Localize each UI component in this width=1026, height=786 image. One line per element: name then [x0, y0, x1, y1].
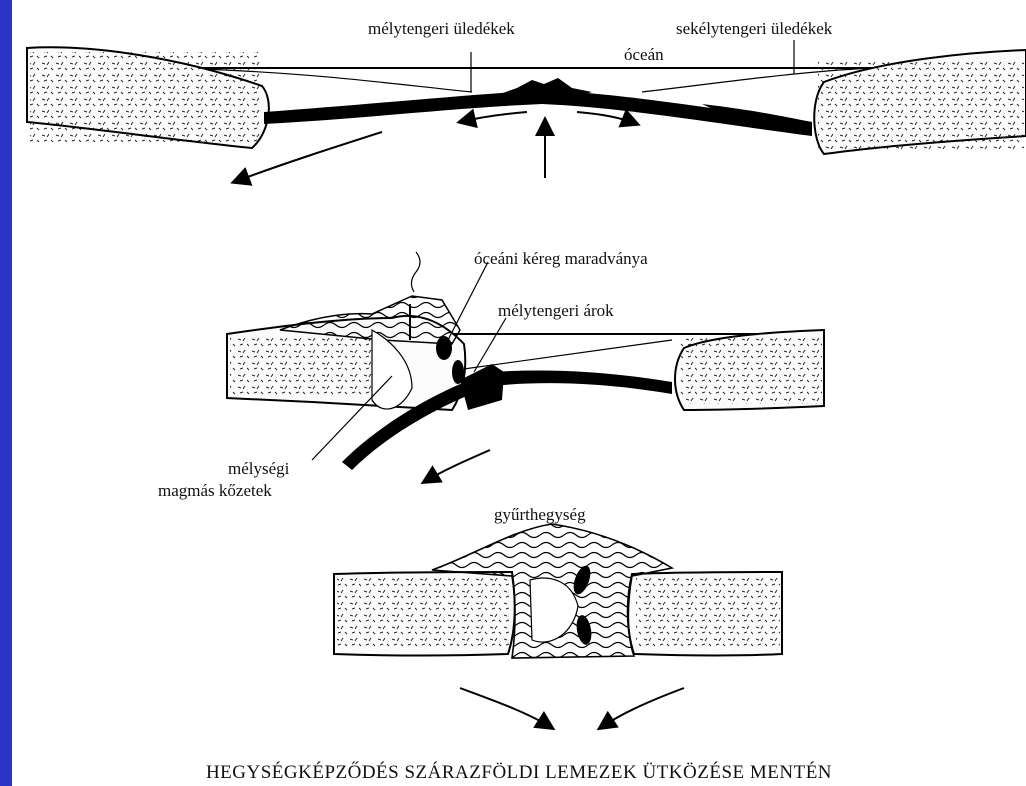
- stage2-right-continent-texture: [680, 338, 822, 404]
- stage3-arrow-right: [600, 688, 684, 728]
- stage2-left-continent-texture: [230, 338, 375, 396]
- mountain-building-diagram: mélytengeri üledékek sekélytengeri üledé…: [12, 0, 1026, 786]
- stage3-arrow-left: [460, 688, 552, 728]
- label-fold-mountain: gyűrthegység: [494, 505, 586, 524]
- label-ocean: óceán: [624, 45, 664, 64]
- stage2-volcano-smoke: [411, 252, 420, 292]
- label-shallow-sea-sediments: sekélytengeri üledékek: [676, 19, 833, 38]
- left-continent-texture: [30, 52, 260, 142]
- label-plutonic-rocks-line1: mélységi: [228, 459, 290, 478]
- right-continent-texture: [818, 58, 1024, 150]
- label-plutonic-rocks-line2: magmás kőzetek: [158, 481, 272, 500]
- crust-remnant-pointer: [448, 262, 488, 340]
- label-oceanic-crust-remnant: óceáni kéreg maradványa: [474, 249, 648, 268]
- mid-ocean-ridge: [500, 78, 592, 98]
- label-deep-sea-trench: mélytengeri árok: [498, 301, 614, 320]
- stage-3-collision: gyűrthegység: [334, 505, 782, 728]
- diagram-title: HEGYSÉGKÉPZŐDÉS SZÁRAZFÖLDI LEMEZEK ÜTKÖ…: [206, 761, 832, 783]
- stage-2-subduction: óceáni kéreg maradványa mélytengeri árok…: [158, 249, 824, 500]
- stage3-left-continent-texture: [337, 578, 509, 650]
- stage3-right-continent-texture: [636, 578, 780, 650]
- stage2-crust-remnant-1: [436, 336, 452, 360]
- stage2-plate-motion-arrow: [424, 450, 490, 482]
- spreading-arrow-right: [577, 112, 637, 124]
- stage-1-ocean-basin: mélytengeri üledékek sekélytengeri üledé…: [27, 19, 1026, 182]
- stage2-trench-block: [460, 364, 504, 410]
- spreading-arrow-left: [460, 112, 527, 122]
- diagram-panel: mélytengeri üledékek sekélytengeri üledé…: [12, 0, 1026, 786]
- label-deep-sea-sediments: mélytengeri üledékek: [368, 19, 515, 38]
